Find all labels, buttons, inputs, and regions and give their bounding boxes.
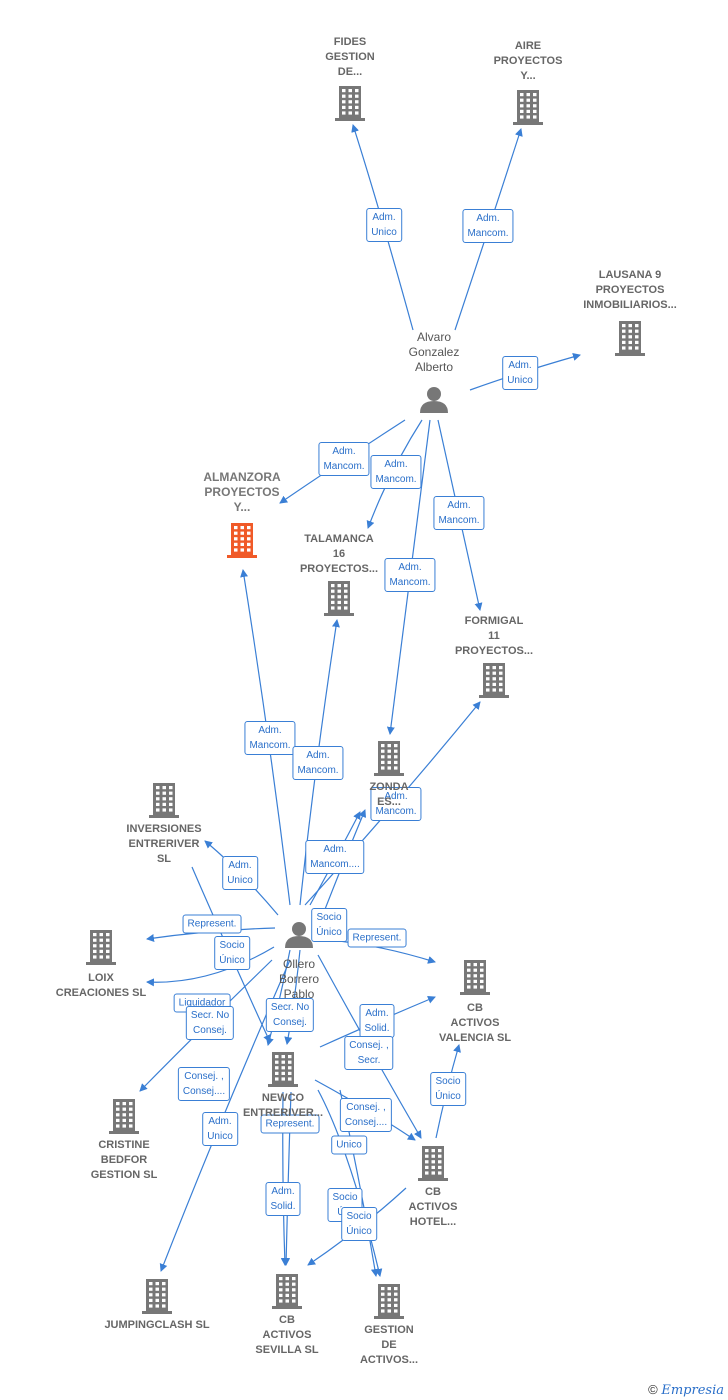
edge-label[interactable]: Unico — [331, 1135, 367, 1155]
edge-label[interactable]: Consej. , Consej.... — [177, 1067, 231, 1101]
building-icon-fides[interactable] — [335, 86, 365, 121]
node-label-zonda[interactable]: ZONDA ES... — [369, 781, 409, 808]
edge-label[interactable]: Represent. — [182, 914, 242, 934]
node-label-aire[interactable]: AIRE PROYECTOS Y... — [493, 40, 563, 82]
node-label-cbsevilla[interactable]: CB ACTIVOS SEVILLA SL — [255, 1314, 319, 1356]
edge-label[interactable]: Socio Único — [311, 908, 347, 942]
node-label-talamanca[interactable]: TALAMANCA 16 PROYECTOS... — [299, 533, 379, 575]
building-icon-cristine[interactable] — [109, 1099, 139, 1134]
edge-label[interactable]: Adm. Mancom. — [318, 442, 370, 476]
edge-label[interactable]: Adm. Solid. — [265, 1182, 301, 1216]
node-label-ollero[interactable]: Ollero Borrero Pablo — [278, 957, 319, 1001]
edge-label[interactable]: Adm. Unico — [502, 356, 538, 390]
edge-label[interactable]: Represent. — [347, 928, 407, 948]
node-label-almanzora[interactable]: ALMANZORA PROYECTOS Y... — [203, 470, 281, 514]
edge-label[interactable]: Adm. Mancom. — [370, 787, 422, 821]
edge-label[interactable]: Represent. — [260, 1114, 320, 1134]
node-label-gestion[interactable]: GESTION DE ACTIVOS... — [359, 1324, 419, 1366]
node-label-lausana[interactable]: LAUSANA 9 PROYECTOS INMOBILIARIOS... — [583, 269, 677, 311]
edge-newco-to-cbsevilla — [282, 1091, 292, 1266]
building-icon-cbsevilla[interactable] — [272, 1274, 302, 1309]
node-label-cbhotel[interactable]: CB ACTIVOS HOTEL... — [408, 1186, 458, 1228]
building-icon-almanzora[interactable] — [227, 523, 257, 558]
edge-label[interactable]: Socio Único — [214, 936, 250, 970]
edge-newco-to-gestion — [317, 1089, 383, 1277]
footer-brand: © Empresia — [648, 1382, 724, 1398]
node-label-alvaro[interactable]: Alvaro Gonzalez Alberto — [408, 330, 460, 374]
edge-label[interactable]: Adm. Unico — [222, 856, 258, 890]
edge-label[interactable]: Secr. No Consej. — [185, 1006, 235, 1040]
edge-label[interactable]: Adm. Mancom. — [384, 558, 436, 592]
building-icon-cbvalencia[interactable] — [460, 960, 490, 995]
building-icon-jumping[interactable] — [142, 1279, 172, 1314]
building-icon-gestion[interactable] — [374, 1284, 404, 1319]
node-label-cbvalencia[interactable]: CB ACTIVOS VALENCIA SL — [438, 1002, 512, 1044]
building-icon-aire[interactable] — [513, 90, 543, 125]
person-icon-alvaro[interactable] — [420, 387, 448, 413]
edge-label[interactable]: Adm. Mancom. — [370, 455, 422, 489]
edge-label[interactable]: Socio Único — [341, 1207, 377, 1241]
edge-label[interactable]: Consej. , Consej.... — [339, 1098, 393, 1132]
edge-label[interactable]: Adm. Mancom. — [292, 746, 344, 780]
node-label-fides[interactable]: FIDES GESTION DE... — [325, 36, 375, 78]
node-label-inversiones[interactable]: INVERSIONES ENTRERIVER SL — [126, 823, 202, 865]
node-label-formigal[interactable]: FORMIGAL 11 PROYECTOS... — [454, 615, 534, 657]
edge-ollero-to-loix — [146, 946, 275, 987]
node-label-loix[interactable]: LOIX CREACIONES SL — [55, 972, 147, 999]
edge-label[interactable]: Adm. Unico — [366, 208, 402, 242]
building-icon-talamanca[interactable] — [324, 581, 354, 616]
edge-label[interactable]: Adm. Unico — [202, 1112, 238, 1146]
person-icon-ollero[interactable] — [285, 922, 313, 948]
node-label-newco[interactable]: NEWCO ENTRERIVER... — [242, 1092, 324, 1119]
edge-label[interactable]: Consej. , Secr. — [344, 1036, 394, 1070]
node-label-cristine[interactable]: CRISTINE BEDFOR GESTION SL — [90, 1139, 158, 1181]
edge-label[interactable]: Socio Único — [430, 1072, 466, 1106]
building-icon-loix[interactable] — [86, 930, 116, 965]
edge-ollero-to-cbsevilla — [280, 1091, 289, 1266]
edge-label[interactable]: Adm. Mancom. — [462, 209, 514, 243]
brand-name: Empresia — [661, 1383, 724, 1398]
building-icon-lausana[interactable] — [615, 321, 645, 356]
edge-label[interactable]: Adm. Mancom. — [433, 496, 485, 530]
edge-label[interactable]: Secr. No Consej. — [265, 998, 315, 1032]
building-icon-inversiones[interactable] — [149, 783, 179, 818]
node-label-jumping[interactable]: JUMPINGCLASH SL — [104, 1319, 210, 1331]
building-icon-newco[interactable] — [268, 1052, 298, 1087]
edge-label[interactable]: Adm. Mancom. — [244, 721, 296, 755]
edge-label[interactable]: Adm. Solid. — [359, 1004, 395, 1038]
building-icon-zonda[interactable] — [374, 741, 404, 776]
building-icon-cbhotel[interactable] — [418, 1146, 448, 1181]
edge-label[interactable]: Adm. Mancom.... — [305, 840, 365, 874]
building-icon-formigal[interactable] — [479, 663, 509, 698]
copyright-symbol: © — [648, 1382, 658, 1397]
